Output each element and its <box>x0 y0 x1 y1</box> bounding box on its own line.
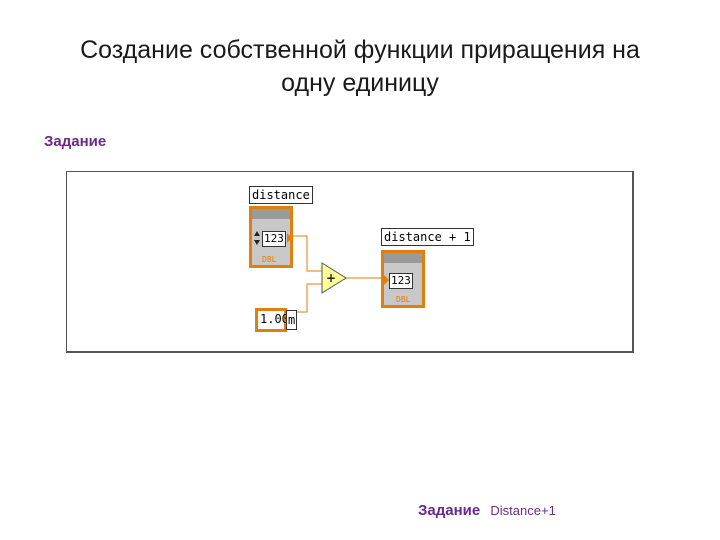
constant-unit[interactable]: m <box>286 310 298 330</box>
block-diagram: distance 123 DBL 1.00 m + distance + 1 1… <box>66 171 634 353</box>
add-function-icon[interactable]: + <box>321 262 347 294</box>
spinner-icon[interactable] <box>253 230 261 246</box>
footer-value: Distance+1 <box>490 503 556 518</box>
input-control-terminal[interactable]: 123 DBL <box>249 206 293 268</box>
slide-title-line-2: одну единицу <box>281 69 439 97</box>
output-indicator-type: DBL <box>396 295 411 304</box>
output-indicator-terminal[interactable]: 123 DBL <box>381 250 425 308</box>
slide-title: Создание собственной функции приращения … <box>20 34 700 100</box>
output-arrow-icon <box>287 233 292 243</box>
input-control-label: distance <box>249 186 313 204</box>
constant-value[interactable]: 1.00 <box>255 308 289 332</box>
input-control-value: 123 <box>262 231 286 247</box>
output-indicator-value: 123 <box>389 273 413 289</box>
footer-label: Задание <box>418 502 481 519</box>
wire-input-to-add <box>292 235 322 272</box>
output-indicator-frame-top <box>384 253 422 263</box>
input-control-type: DBL <box>262 255 277 264</box>
input-arrow-icon <box>384 275 389 285</box>
footer: Задание Distance+1 <box>418 502 556 519</box>
wires <box>289 235 382 313</box>
add-symbol: + <box>326 271 336 285</box>
slide-title-line-1: Создание собственной функции приращения … <box>80 36 640 64</box>
input-control-frame-top <box>252 209 290 219</box>
task-label: Задание <box>44 133 107 150</box>
wire-constant-to-add <box>289 283 322 313</box>
output-indicator-label: distance + 1 <box>381 228 474 246</box>
